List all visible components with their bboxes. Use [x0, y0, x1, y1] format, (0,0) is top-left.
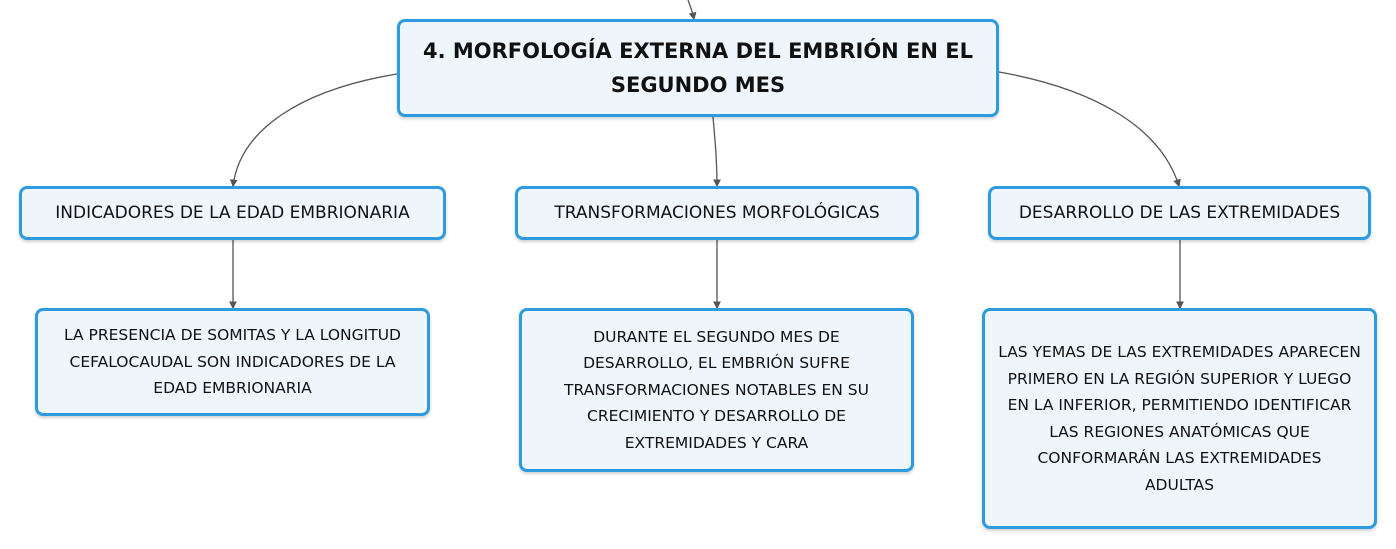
detail-node-extremidades[interactable]: LAS YEMAS DE LAS EXTREMIDADES APARECEN P…: [982, 308, 1377, 529]
root-topic-label: 4. MORFOLOGÍA EXTERNA DEL EMBRIÓN EN EL …: [422, 39, 974, 97]
connector-root-to-extremidades: [998, 71, 1181, 188]
topic-label-indicadores: INDICADORES DE LA EDAD EMBRIONARIA: [55, 203, 410, 223]
topic-node-indicadores[interactable]: INDICADORES DE LA EDAD EMBRIONARIA: [19, 186, 446, 240]
connector-root-to-indicadores: [229, 73, 398, 188]
detail-node-transformaciones[interactable]: DURANTE EL SEGUNDO MES DE DESARROLLO, EL…: [519, 308, 914, 472]
connector-root-to-transformaciones: [712, 116, 721, 188]
topic-label-extremidades: DESARROLLO DE LAS EXTREMIDADES: [1018, 203, 1341, 223]
detail-node-indicadores[interactable]: LA PRESENCIA DE SOMITAS Y LA LONGITUD CE…: [35, 308, 430, 416]
detail-text-transformaciones: DURANTE EL SEGUNDO MES DE DESARROLLO, EL…: [564, 327, 869, 452]
topic-node-transformaciones[interactable]: TRANSFORMACIONES MORFOLÓGICAS: [515, 186, 919, 240]
root-topic-node[interactable]: 4. MORFOLOGÍA EXTERNA DEL EMBRIÓN EN EL …: [397, 19, 999, 117]
topic-node-extremidades[interactable]: DESARROLLO DE LAS EXTREMIDADES: [988, 186, 1371, 240]
detail-text-extremidades: LAS YEMAS DE LAS EXTREMIDADES APARECEN P…: [998, 343, 1361, 494]
connector-incoming: [687, 0, 697, 21]
detail-text-indicadores: LA PRESENCIA DE SOMITAS Y LA LONGITUD CE…: [64, 326, 401, 398]
topic-label-transformaciones: TRANSFORMACIONES MORFOLÓGICAS: [554, 203, 880, 223]
